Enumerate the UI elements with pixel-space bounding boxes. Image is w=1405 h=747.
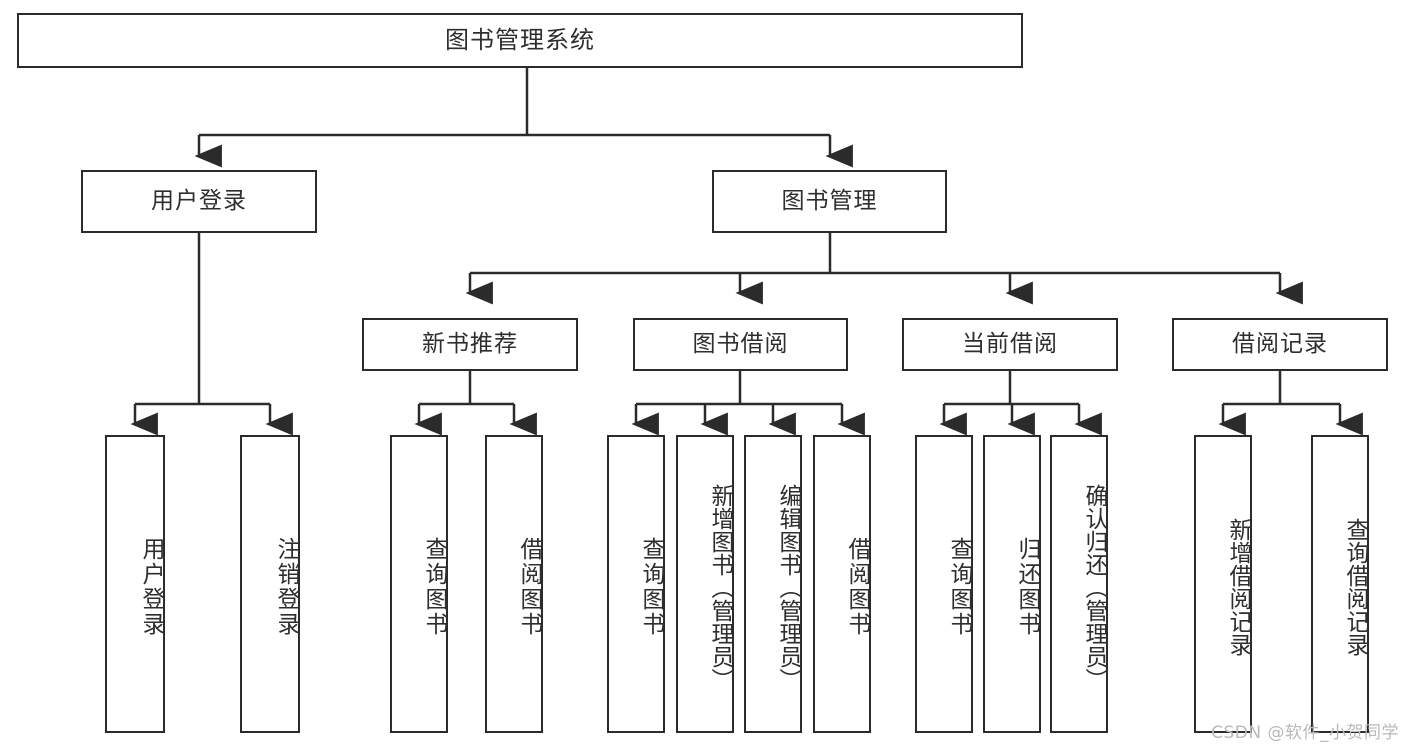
leaf-confirm-return[interactable]: 确认归还（管理员）: [1050, 435, 1108, 733]
leaf-add-book[interactable]: 新增图书（管理员）: [676, 435, 734, 733]
node-current-borrow[interactable]: 当前借阅: [902, 318, 1118, 371]
leaf-borrow-book[interactable]: 借阅图书: [813, 435, 871, 733]
leaf-borrow-book-recommend[interactable]: 借阅图书: [485, 435, 543, 733]
leaf-query-book-borrow[interactable]: 查询图书: [607, 435, 665, 733]
node-new-book-recommend[interactable]: 新书推荐: [362, 318, 578, 371]
node-root-system[interactable]: 图书管理系统: [17, 13, 1023, 68]
leaf-return-book[interactable]: 归还图书: [983, 435, 1041, 733]
node-book-borrow[interactable]: 图书借阅: [633, 318, 848, 371]
node-borrow-record[interactable]: 借阅记录: [1172, 318, 1388, 371]
leaf-add-borrow-record[interactable]: 新增借阅记录: [1194, 435, 1252, 733]
watermark-text: CSDN @软件_小贺同学: [1211, 723, 1399, 743]
node-book-management[interactable]: 图书管理: [712, 170, 947, 233]
leaf-query-borrow-record[interactable]: 查询借阅记录: [1311, 435, 1369, 733]
leaf-query-book-recommend[interactable]: 查询图书: [390, 435, 448, 733]
leaf-query-book-current[interactable]: 查询图书: [915, 435, 973, 733]
leaf-user-login[interactable]: 用户登录: [105, 435, 165, 733]
leaf-edit-book[interactable]: 编辑图书（管理员）: [744, 435, 802, 733]
leaf-logout-login[interactable]: 注销登录: [240, 435, 300, 733]
node-user-login[interactable]: 用户登录: [81, 170, 317, 233]
